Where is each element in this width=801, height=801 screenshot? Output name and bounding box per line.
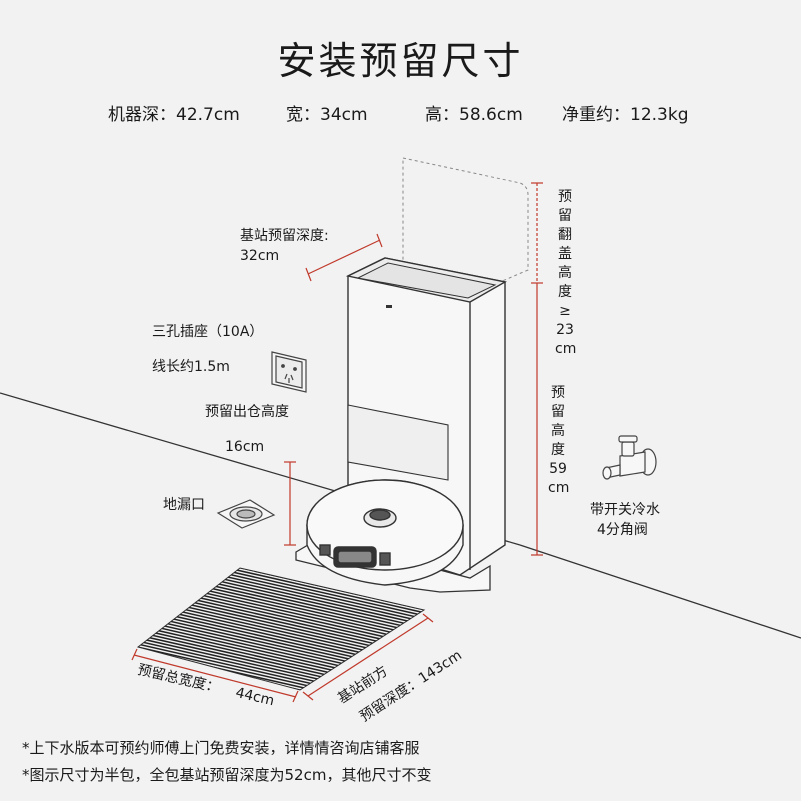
- spec-weight: 净重约：12.3kg: [562, 105, 689, 125]
- floor-drain-icon: [216, 499, 276, 529]
- valve-label: 带开关冷水: [590, 502, 660, 518]
- footnote-size: *图示尺寸为半包，全包基站预留深度为52cm，其他尺寸不变: [22, 766, 432, 784]
- spec-height: 高：58.6cm: [425, 105, 523, 125]
- footnote-install: *上下水版本可预约师傅上门免费安装，详情情咨询店铺客服: [22, 739, 420, 757]
- spec-depth: 机器深：42.7cm: [108, 105, 240, 125]
- floor-drain-label: 地漏口: [163, 497, 205, 513]
- wall-floor-line-right: [519, 544, 801, 639]
- base-depth-label: 基站预留深度:: [240, 228, 329, 244]
- reserve-height-label: 预 留 高 度 59 cm: [548, 385, 570, 496]
- lid-height-label: 预 留 翻 盖 高 度 ≥ 23 cm: [555, 189, 577, 357]
- base-depth-dim: [307, 239, 381, 275]
- exit-height-label: 预留出仓高度: [205, 404, 289, 420]
- angle-valve-icon: [602, 435, 657, 480]
- spec-width: 宽：34cm: [286, 105, 368, 125]
- base-depth-value: 32cm: [240, 248, 280, 264]
- valve-size-label: 4分角阀: [597, 522, 648, 538]
- robot-vacuum: [306, 479, 464, 586]
- lid-clearance-box: [402, 157, 529, 283]
- wall-socket-icon: [271, 351, 307, 393]
- socket-cable-label: 线长约1.5m: [152, 359, 230, 375]
- socket-label: 三孔插座（10A）: [152, 324, 264, 340]
- exit-height-value: 16cm: [225, 439, 265, 455]
- page-title: 安装预留尺寸: [277, 39, 524, 83]
- total-width-dim: [133, 654, 297, 698]
- front-depth-dim: [307, 617, 429, 697]
